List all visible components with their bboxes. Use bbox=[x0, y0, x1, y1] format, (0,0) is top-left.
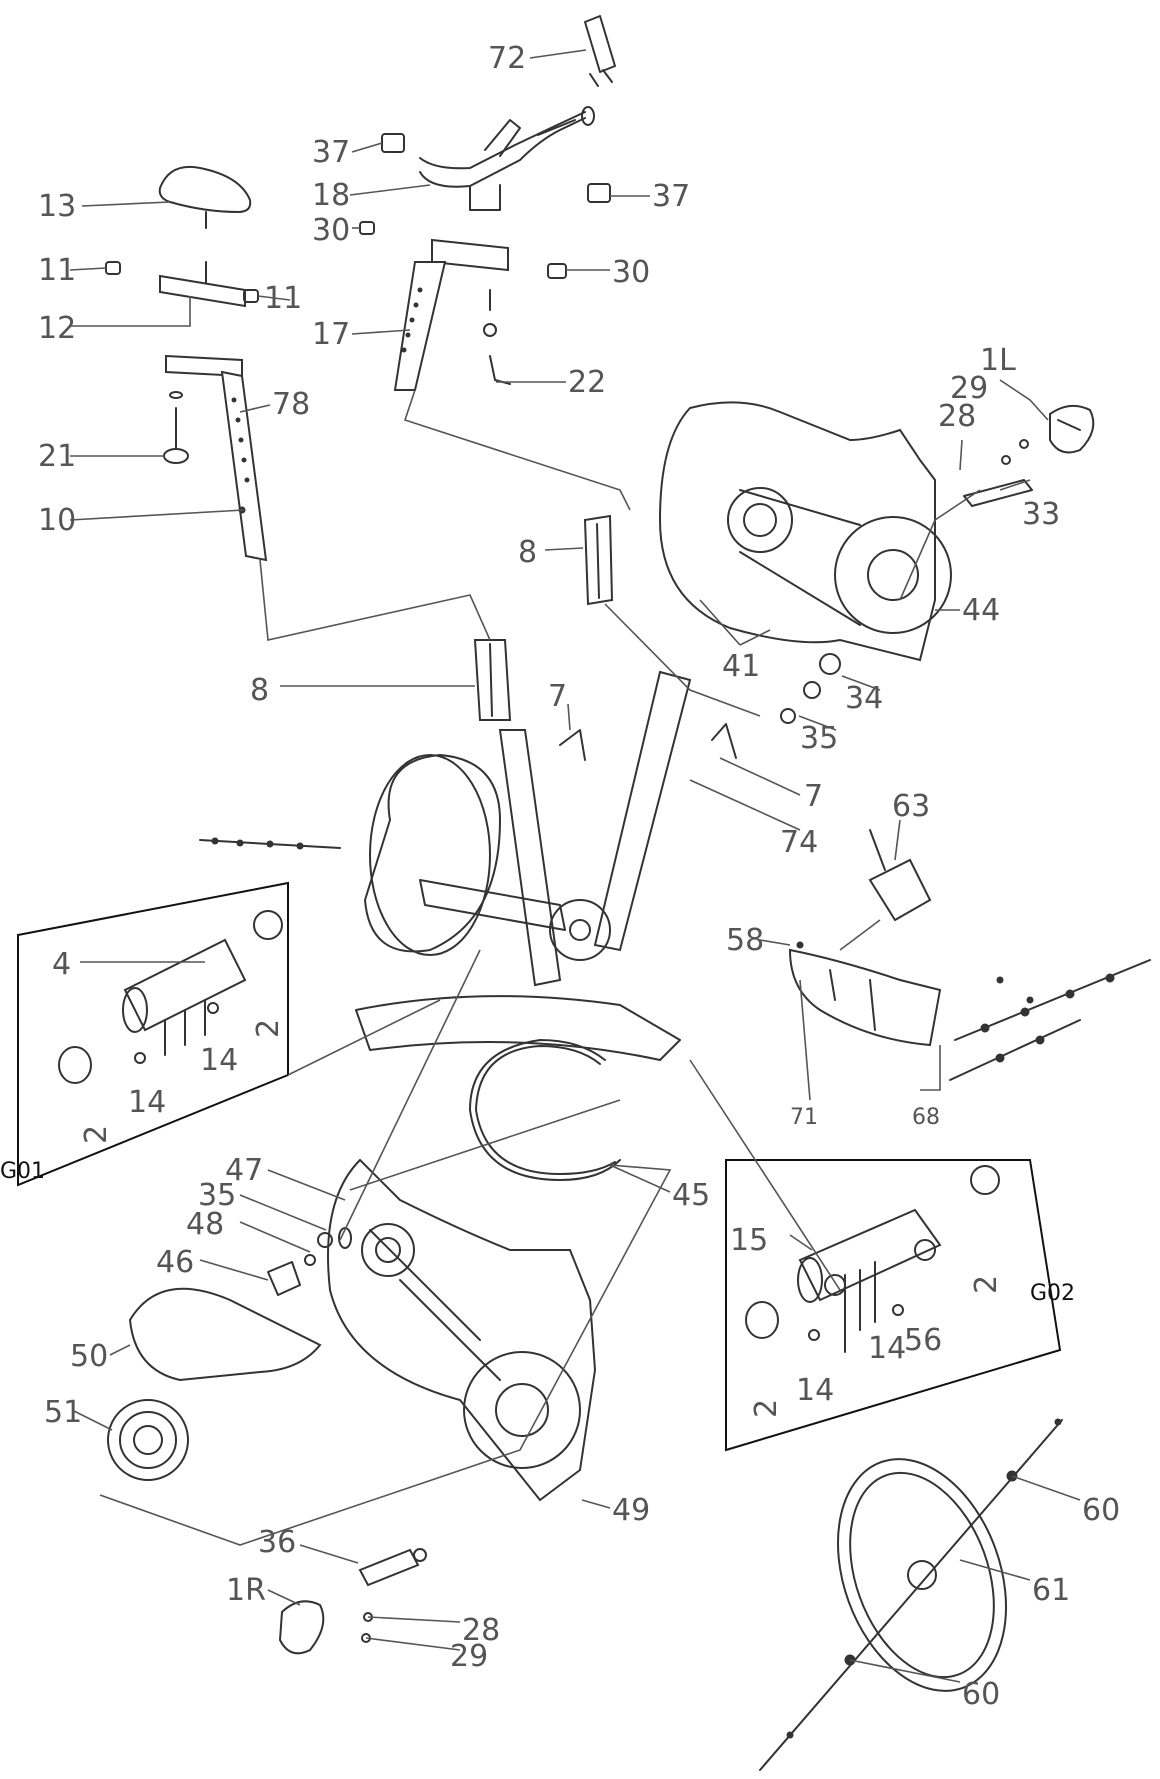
callout-12: 12 bbox=[38, 311, 76, 346]
part-17-handlebar-post-drawing bbox=[393, 238, 509, 391]
main-frame-drawing bbox=[355, 639, 692, 1061]
callout-leaders bbox=[69, 49, 1081, 1683]
callout-11-left: 11 bbox=[38, 253, 76, 288]
part-36-crank-drawing bbox=[278, 1548, 427, 1655]
part-72-drawing bbox=[584, 15, 616, 87]
part-44-right-cover-drawing bbox=[658, 401, 952, 662]
callout-14-g01-left: 14 bbox=[128, 1085, 166, 1120]
callout-58: 58 bbox=[726, 923, 764, 958]
callout-46: 46 bbox=[156, 1245, 194, 1280]
callout-36: 36 bbox=[258, 1525, 296, 1560]
callout-74: 74 bbox=[780, 825, 818, 860]
callout-51: 51 bbox=[44, 1395, 82, 1430]
callout-28-bottom: 28 bbox=[462, 1613, 500, 1648]
callout-21: 21 bbox=[38, 439, 76, 474]
callout-63: 63 bbox=[892, 789, 930, 824]
part-63-drawing bbox=[868, 829, 932, 922]
callout-8-lower: 8 bbox=[250, 673, 269, 708]
callout-45: 45 bbox=[672, 1178, 710, 1213]
part-51-pulley-drawing bbox=[107, 1399, 189, 1481]
callout-37-left: 37 bbox=[312, 135, 350, 170]
part-49-left-cover-drawing bbox=[327, 1158, 597, 1502]
group-g02-drawing bbox=[725, 1159, 1062, 1452]
callout-60-bottom: 60 bbox=[962, 1677, 1000, 1712]
part-61-flywheel-drawing bbox=[759, 1418, 1063, 1771]
callout-17: 17 bbox=[312, 317, 350, 352]
part-10-seatpost-drawing bbox=[165, 354, 268, 562]
callout-2-g02-left: 2 bbox=[749, 1399, 784, 1418]
callout-48: 48 bbox=[186, 1207, 224, 1242]
callout-35-top: 35 bbox=[800, 721, 838, 756]
group-label-g02: G02 bbox=[1030, 1281, 1075, 1306]
callout-10: 10 bbox=[38, 503, 76, 538]
part-34-35-drawing bbox=[780, 653, 841, 724]
callout-60-top: 60 bbox=[1082, 1493, 1120, 1528]
callout-68: 68 bbox=[912, 1105, 940, 1130]
callout-labels: 72 37 37 18 30 30 17 22 13 11 11 12 78 2… bbox=[38, 41, 1120, 1712]
part-37-endcaps-drawing bbox=[381, 133, 611, 203]
callout-14-g02-right: 14 bbox=[868, 1331, 906, 1366]
callout-13: 13 bbox=[38, 189, 76, 224]
callout-11-right: 11 bbox=[264, 281, 302, 316]
callout-47: 47 bbox=[225, 1153, 263, 1188]
callout-44: 44 bbox=[962, 593, 1000, 628]
callout-1R: 1R bbox=[226, 1573, 266, 1608]
part-50-guard-drawing bbox=[128, 1287, 322, 1382]
part-8-upper-insert-drawing bbox=[583, 514, 614, 606]
group-label-g01: G01 bbox=[0, 1159, 45, 1184]
part-1L-pedal-drawing bbox=[963, 404, 1095, 507]
callout-14-g01-right: 14 bbox=[200, 1043, 238, 1078]
part-45-belt-drawing bbox=[469, 1039, 621, 1181]
callout-14-g02-left: 14 bbox=[796, 1373, 834, 1408]
callout-71: 71 bbox=[790, 1105, 818, 1130]
callout-7-left: 7 bbox=[548, 679, 567, 714]
part-47-48-46-drawing bbox=[267, 1227, 352, 1296]
part-7-knobs-drawing bbox=[559, 723, 737, 761]
callout-8-upper: 8 bbox=[518, 535, 537, 570]
callout-22: 22 bbox=[568, 365, 606, 400]
callout-72: 72 bbox=[488, 41, 526, 76]
part-58-rear-cover-drawing bbox=[788, 941, 1034, 1047]
callout-7-right: 7 bbox=[804, 779, 823, 814]
callout-28-top: 28 bbox=[938, 399, 976, 434]
callout-34: 34 bbox=[845, 681, 883, 716]
callout-2-g02-right: 2 bbox=[969, 1275, 1004, 1294]
callout-78: 78 bbox=[272, 387, 310, 422]
callout-2-g01-right: 2 bbox=[251, 1019, 286, 1038]
callout-18: 18 bbox=[312, 178, 350, 213]
callout-29-top: 29 bbox=[950, 371, 988, 406]
callout-30-left: 30 bbox=[312, 213, 350, 248]
bolt-row-drawing bbox=[199, 837, 341, 850]
callout-37-right: 37 bbox=[652, 179, 690, 214]
part-22-lever-drawing bbox=[483, 289, 511, 385]
callout-33: 33 bbox=[1022, 497, 1060, 532]
part-12-slider-drawing bbox=[105, 261, 259, 308]
part-13-saddle-drawing bbox=[158, 166, 252, 229]
callout-49: 49 bbox=[612, 1493, 650, 1528]
group-g01-drawing bbox=[17, 881, 289, 1187]
callout-61: 61 bbox=[1032, 1573, 1070, 1608]
callout-15: 15 bbox=[730, 1223, 768, 1258]
stabilizer-bolts-drawing bbox=[949, 959, 1151, 1081]
part-18-handlebar-drawing bbox=[419, 106, 595, 211]
callout-50: 50 bbox=[70, 1339, 108, 1374]
assembly-guide-lines bbox=[99, 389, 981, 1546]
callout-1L: 1L bbox=[980, 343, 1016, 378]
callout-4: 4 bbox=[52, 947, 71, 982]
part-21-knob-drawing bbox=[163, 391, 189, 464]
callout-29-bottom: 29 bbox=[450, 1639, 488, 1674]
callout-41: 41 bbox=[722, 649, 760, 684]
callout-30-right: 30 bbox=[612, 255, 650, 290]
callout-35-bottom: 35 bbox=[198, 1178, 236, 1213]
callout-2-g01-left: 2 bbox=[79, 1125, 114, 1144]
callout-56: 56 bbox=[904, 1323, 942, 1358]
